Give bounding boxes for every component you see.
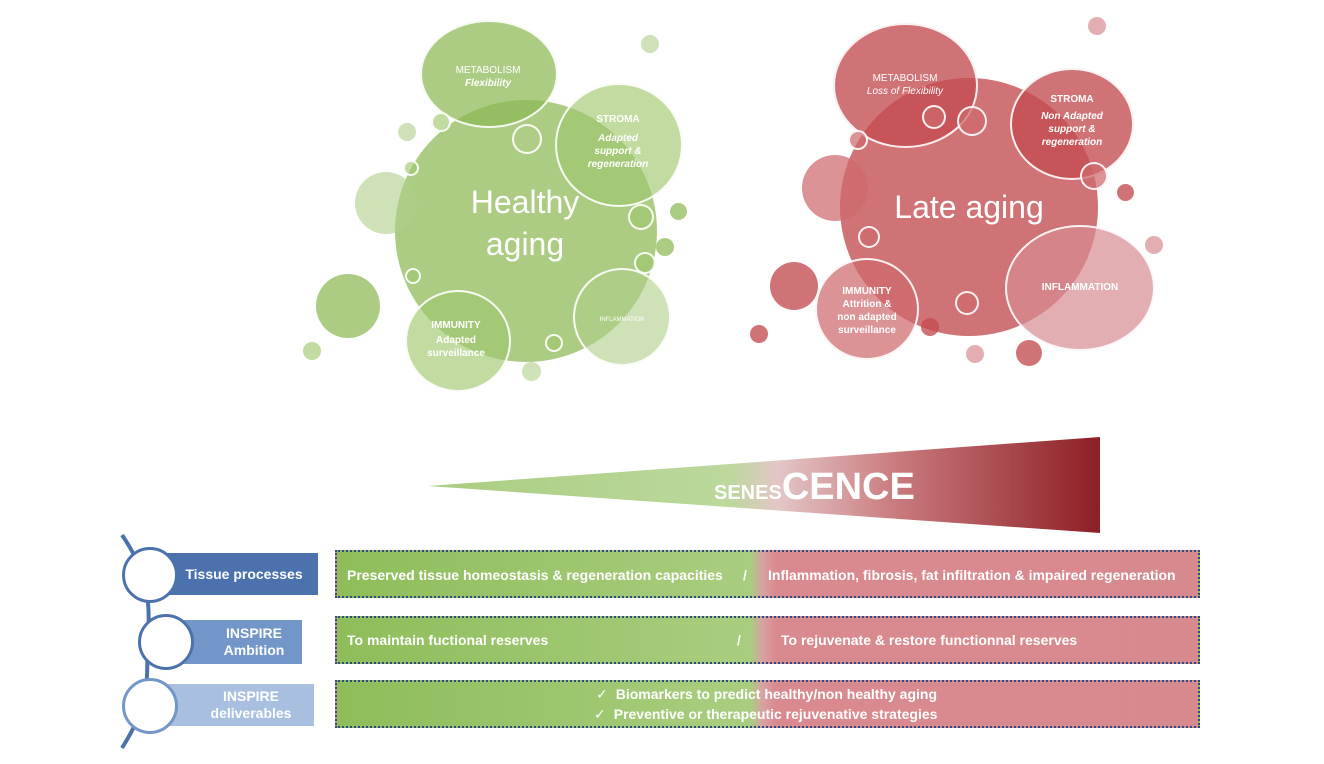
- healthy-bubble: [641, 35, 659, 53]
- healthy-immunity-sub2: surveillance: [427, 348, 485, 359]
- healthy-immunity-sub1: Adapted: [436, 335, 476, 346]
- healthy-bubble: [355, 172, 417, 234]
- healthy-bubble: [303, 342, 321, 360]
- late-aging-title: Late aging: [894, 189, 1044, 225]
- healthy-ring-bubble: [512, 124, 542, 154]
- healthy-metabolism-label: METABOLISM Flexibility: [440, 64, 536, 90]
- late-stroma-sub2: support &: [1048, 124, 1096, 135]
- late-immunity-sub1: Attrition &: [842, 299, 892, 310]
- timeline-node: [122, 678, 178, 734]
- row1-right-text: Inflammation, fibrosis, fat infiltration…: [768, 567, 1176, 583]
- late-bubble: [1117, 184, 1134, 201]
- late-bubble: [1145, 236, 1163, 254]
- late-bubble: [1016, 340, 1042, 366]
- tab-tissue-processes: Tissue processes: [150, 553, 318, 595]
- row1-separator: /: [743, 567, 747, 583]
- late-ring-bubble: [848, 130, 868, 150]
- late-metabolism-sub: Loss of Flexibility: [866, 86, 944, 97]
- senescence-wedge-shape: [428, 437, 1100, 533]
- healthy-inflammation-circle: [573, 268, 671, 366]
- row-inspire-ambition-bar: [335, 616, 1200, 664]
- late-inflammation-label: INFLAMMATION: [1041, 282, 1119, 293]
- late-metabolism-circle: [833, 23, 978, 148]
- healthy-ring-bubble: [634, 252, 656, 274]
- healthy-ring-bubble: [628, 204, 654, 230]
- tab-inspire-deliverables-line2: deliverables: [210, 705, 292, 721]
- timeline-node: [122, 547, 178, 603]
- row3-bullet-2-text: Preventive or therapeutic rejuvenative s…: [613, 706, 938, 722]
- row-tissue-processes-bar: [335, 550, 1200, 598]
- tab-inspire-deliverables-line1: INSPIRE: [222, 688, 279, 704]
- healthy-ring-bubble: [545, 334, 563, 352]
- healthy-stroma-title: STROMA: [596, 114, 640, 125]
- tab-inspire-ambition-line2: Ambition: [223, 642, 285, 658]
- healthy-metabolism-sub: Flexibility: [464, 78, 512, 89]
- late-ring-bubble: [858, 226, 880, 248]
- row-inspire-deliverables-bar: [335, 680, 1200, 728]
- healthy-metabolism-title: METABOLISM: [455, 65, 521, 76]
- row3-bullet-2: ✓ Preventive or therapeutic rejuvenative …: [594, 706, 937, 723]
- senescence-small: SENES: [714, 482, 782, 504]
- tab-inspire-ambition-line1: INSPIRE: [225, 625, 282, 641]
- check-icon: ✓: [594, 706, 606, 722]
- healthy-inflammation-label: INFLAMMATION: [599, 317, 645, 323]
- healthy-immunity-circle: [405, 290, 511, 392]
- late-stroma-sub1: Non Adapted: [1041, 111, 1103, 122]
- late-ring-bubble: [922, 105, 946, 129]
- healthy-bubble: [398, 123, 416, 141]
- late-immunity-circle: [815, 258, 919, 360]
- senescence-large: CENCE: [781, 466, 915, 508]
- tab-tissue-processes-label: Tissue processes: [185, 565, 303, 582]
- row2-separator: /: [737, 632, 741, 648]
- healthy-stroma-sub2: support &: [594, 146, 642, 157]
- late-ring-bubble: [957, 106, 987, 136]
- check-icon: ✓: [596, 686, 608, 702]
- healthy-immunity-title: IMMUNITY: [431, 320, 481, 331]
- timeline-node: [138, 614, 194, 670]
- healthy-aging-title-line2: aging: [485, 226, 565, 262]
- senescence-wedge: [428, 437, 1100, 533]
- healthy-immunity-label: IMMUNITY Adapted surveillance: [410, 319, 502, 360]
- row1-left-text: Preserved tissue homeostasis & regenerat…: [347, 567, 723, 583]
- late-bubble: [750, 325, 768, 343]
- healthy-aging-title-line1: Healthy: [470, 184, 580, 220]
- late-bubble: [770, 262, 818, 310]
- late-bubble: [966, 345, 984, 363]
- healthy-bubble: [522, 362, 541, 381]
- healthy-ring-bubble: [403, 160, 419, 176]
- healthy-metabolism-circle: [420, 20, 558, 128]
- healthy-bubble: [670, 203, 687, 220]
- late-ring-bubble: [1080, 162, 1108, 190]
- late-immunity-sub2: non adapted: [837, 312, 897, 323]
- late-stroma-circle: [1010, 68, 1134, 180]
- late-stroma-sub3: regeneration: [1041, 137, 1103, 148]
- late-ring-bubble: [955, 291, 979, 315]
- senescence-label: SENESCENCE: [714, 466, 915, 509]
- late-bubble: [921, 318, 939, 336]
- late-immunity-title: IMMUNITY: [842, 286, 892, 297]
- healthy-stroma-sub3: regeneration: [587, 159, 649, 170]
- healthy-bubble: [316, 274, 380, 338]
- tab-inspire-deliverables: INSPIRE deliverables: [150, 684, 314, 726]
- healthy-ring-bubble: [431, 112, 451, 132]
- row3-bullet-1: ✓ Biomarkers to predict healthy/non healt…: [596, 686, 937, 703]
- row2-right-text: To rejuvenate & restore functionnal rese…: [781, 632, 1078, 648]
- healthy-stroma-label: STROMA Adapted support & regeneration: [570, 113, 666, 171]
- healthy-bubble: [656, 238, 674, 256]
- late-stroma-title: STROMA: [1050, 94, 1094, 105]
- healthy-ring-bubble: [405, 268, 421, 284]
- late-metabolism-title: METABOLISM: [872, 73, 938, 84]
- healthy-stroma-sub1: Adapted: [598, 133, 638, 144]
- late-immunity-label: IMMUNITY Attrition & non adapted surveil…: [820, 285, 914, 337]
- healthy-aging-title: Healthy aging: [440, 181, 610, 265]
- late-stroma-label: STROMA Non Adapted support & regeneratio…: [1022, 93, 1122, 149]
- late-inflammation-circle: [1005, 225, 1155, 351]
- healthy-stroma-circle: [555, 83, 683, 207]
- late-immunity-sub3: surveillance: [838, 325, 896, 336]
- row3-bullet-1-text: Biomarkers to predict healthy/non health…: [615, 686, 938, 702]
- late-metabolism-label: METABOLISM Loss of Flexibility: [847, 72, 963, 98]
- late-bubble: [802, 155, 868, 221]
- late-bubble: [1088, 17, 1106, 35]
- row2-left-text: To maintain fuctional reserves: [347, 632, 549, 648]
